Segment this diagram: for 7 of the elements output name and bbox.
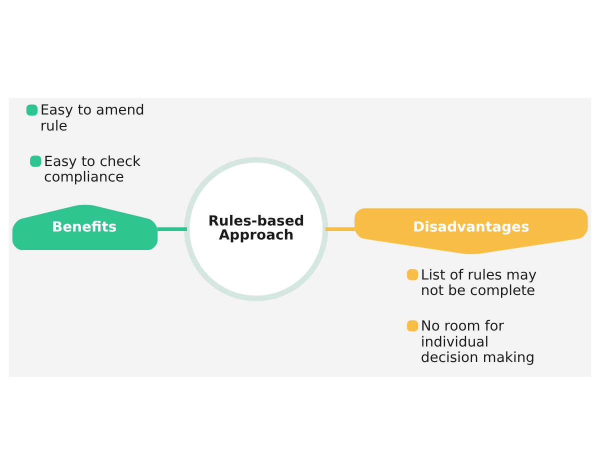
node-label: Easy to amend rule [40, 102, 144, 135]
node-circle: Rules-based Approach [184, 157, 328, 302]
node-label: Easy to check compliance [44, 154, 141, 186]
node-label: List of rules may not be complete [420, 267, 537, 300]
connector [325, 227, 355, 231]
node-label: No room for individual decision making [420, 318, 535, 366]
connector [157, 227, 188, 231]
